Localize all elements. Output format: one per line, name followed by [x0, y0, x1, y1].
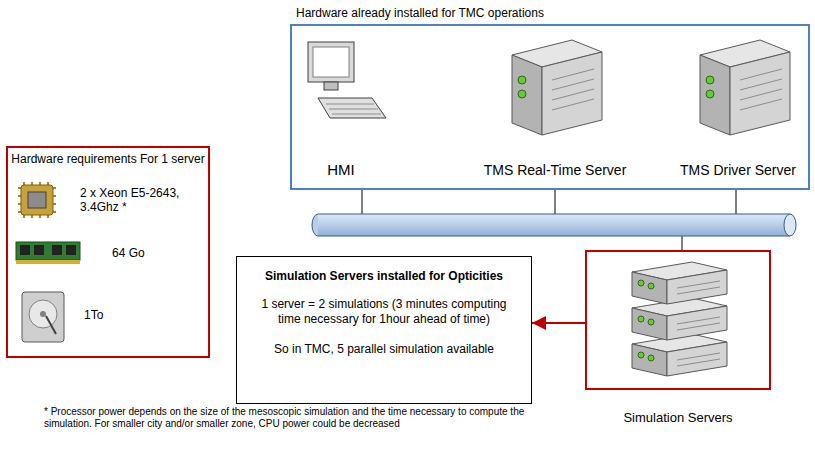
requirements-box: Hardware requirements For 1 server 2 x Xe…: [6, 146, 210, 358]
hmi-node: HMI: [296, 30, 386, 185]
ram-icon: [16, 242, 80, 264]
hdd-icon: [22, 292, 64, 342]
server-node: TMS Driver Server: [668, 30, 808, 185]
ram-spec: 64 Go: [112, 246, 145, 260]
node-label: TMS Driver Server: [668, 162, 808, 179]
node-label: Simulation Servers: [587, 410, 769, 426]
server-icon: [700, 40, 790, 135]
note-body: So in TMC, 5 parallel simulation availab…: [249, 342, 519, 356]
flow-arrow: [532, 322, 585, 324]
note-heading: Simulation Servers installed for Opticit…: [249, 269, 519, 283]
cpu-icon: [18, 182, 56, 218]
installed-group: HMI TMS Real-Time Server TMS Driver Server…: [290, 24, 810, 190]
node-label: TMS Real-Time Server: [480, 162, 630, 179]
server-stack-icon: [632, 262, 727, 376]
network-bus: [312, 214, 796, 236]
node-label: HMI: [296, 161, 386, 179]
disk-spec: 1To: [84, 308, 103, 322]
note-box: Simulation Servers installed for Opticit…: [236, 256, 532, 404]
box-heading: Hardware requirements For 1 server: [8, 152, 208, 166]
cpu-spec: 2 x Xeon E5-2643, 3.4Ghz *: [80, 186, 204, 215]
note-body: 1 server = 2 simulations (3 minutes comp…: [249, 297, 519, 326]
simulation-servers-box: Simulation Servers: [585, 250, 771, 390]
group-heading: Hardware already installed for TMC opera…: [296, 6, 544, 20]
computer-icon: [308, 42, 386, 118]
server-node: TMS Real-Time Server: [480, 30, 630, 185]
footnote: * Processor power depends on the size of…: [44, 406, 544, 430]
server-icon: [512, 40, 602, 135]
